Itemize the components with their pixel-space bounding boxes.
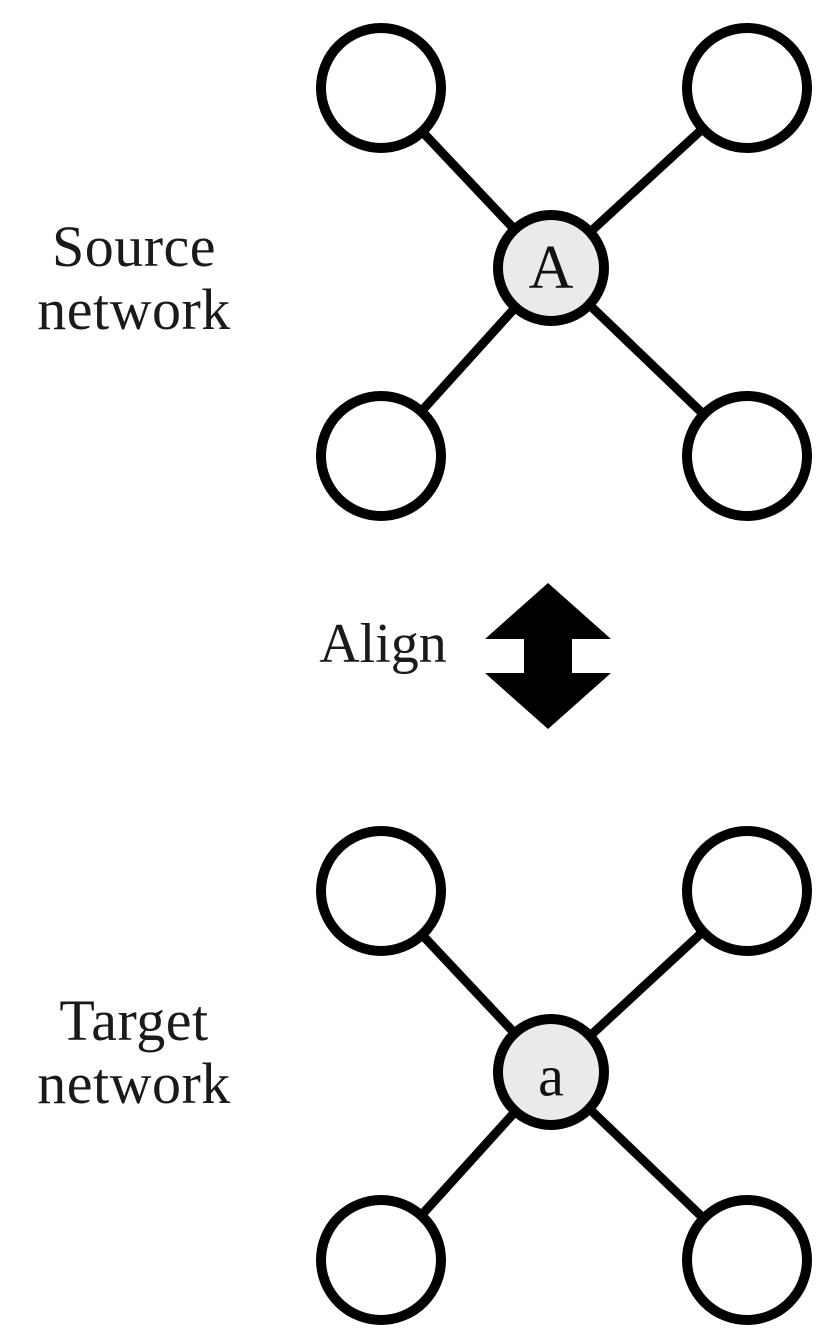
source-network-label-line1: Source [51,214,217,279]
node-source-top-left[interactable] [316,23,446,153]
node-source-bottom-left[interactable] [316,391,446,521]
target-network-label-line1: Target [59,988,209,1053]
target-network: a [316,826,812,1325]
source-network: A [316,23,812,521]
source-network-label-line2: network [37,276,231,342]
node-target-top-left[interactable] [316,826,446,956]
node-target-hub-label: a [538,1044,564,1109]
node-target-hub[interactable] [493,1014,609,1130]
node-source-hub-group[interactable]: A [493,210,609,326]
node-target-top-right[interactable] [682,826,812,956]
double-headed-vertical-arrow-icon[interactable] [485,583,611,729]
node-source-hub-label: A [529,234,574,302]
align-label: Align [319,613,447,675]
node-source-top-right[interactable] [682,23,812,153]
node-target-hub-group[interactable]: a [493,1014,609,1130]
target-network-label: Target network [0,988,268,1116]
source-network-label: Source network [0,214,268,342]
target-network-label-line2: network [37,1050,231,1116]
node-source-hub[interactable] [493,210,609,326]
target-peripheral-nodes [316,826,812,1325]
align-connector-group[interactable] [485,583,611,729]
node-target-bottom-right[interactable] [682,1195,812,1325]
node-target-bottom-left[interactable] [316,1195,446,1325]
source-peripheral-nodes [316,23,812,521]
node-source-bottom-right[interactable] [682,391,812,521]
